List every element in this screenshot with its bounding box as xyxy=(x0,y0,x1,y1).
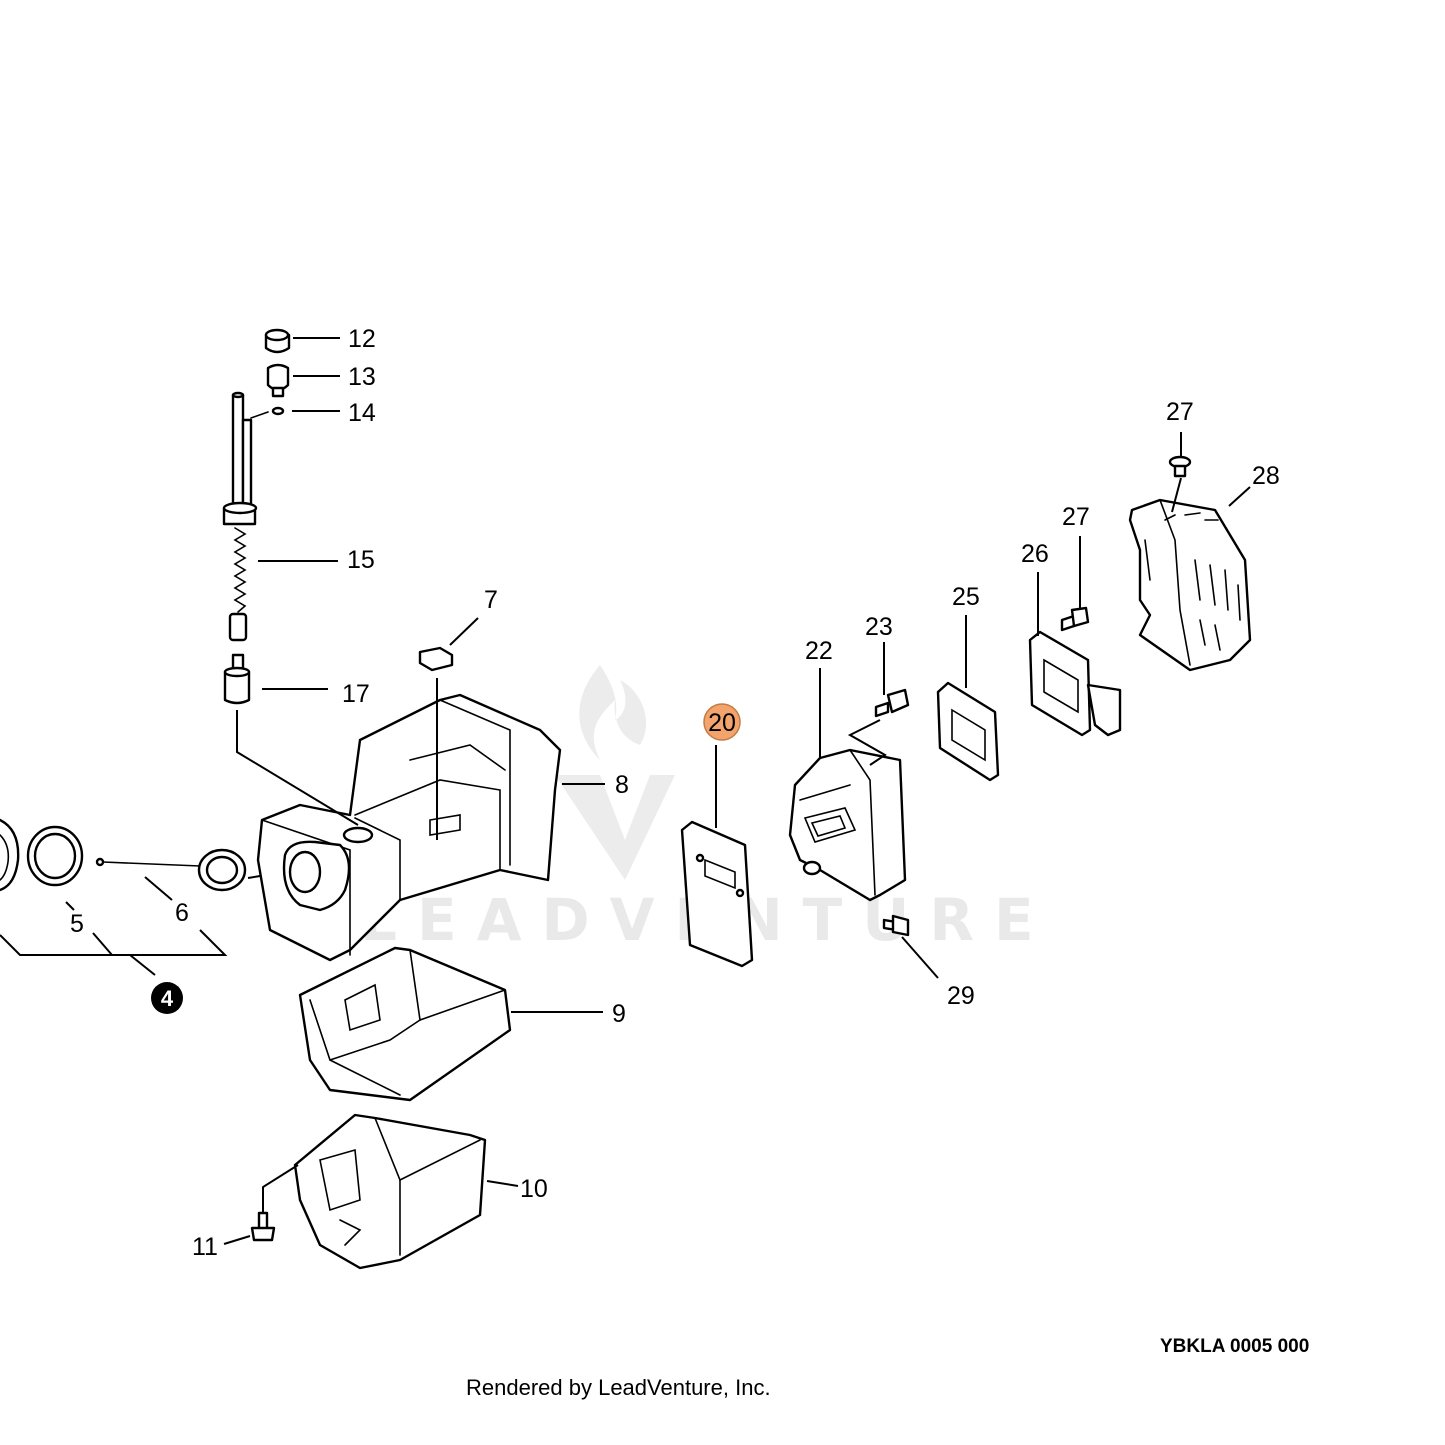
callout-5: 5 xyxy=(70,910,84,938)
part-25-gasket xyxy=(936,681,1000,782)
part-17-filter xyxy=(223,653,251,705)
part-7-grommet xyxy=(418,646,454,672)
part-14-clip xyxy=(271,406,285,416)
callout-15: 15 xyxy=(347,546,375,574)
part-15-fuel-pipe xyxy=(222,391,269,642)
callout-8: 8 xyxy=(615,771,629,799)
part-11-screw xyxy=(250,1211,276,1242)
part-4-cap-partial xyxy=(0,818,20,892)
callout-10: 10 xyxy=(520,1175,548,1203)
callout-11: 11 xyxy=(192,1233,218,1261)
callouts: 12 13 14 15 17 7 8 9 10 11 5 6 4 20 22 2… xyxy=(70,325,1280,1261)
part-20-gasket xyxy=(680,820,754,968)
part-23-bolt xyxy=(874,688,910,718)
callout-9: 9 xyxy=(612,1000,626,1028)
callout-7: 7 xyxy=(484,586,498,614)
callout-12: 12 xyxy=(348,325,376,353)
callout-26: 26 xyxy=(1021,540,1049,568)
part-10-lower-cover xyxy=(293,1113,487,1270)
callout-4-badge: 4 xyxy=(151,982,183,1014)
diagram-code: YBKLA 0005 000 xyxy=(1160,1336,1309,1357)
callout-20[interactable]: 20 xyxy=(708,709,736,737)
part-8-fuel-tank xyxy=(256,693,562,962)
callout-27a: 27 xyxy=(1166,398,1194,426)
leader-lines xyxy=(0,337,1251,1245)
callout-20-highlight[interactable]: 20 xyxy=(703,703,741,741)
part-12-cap xyxy=(264,328,291,354)
callout-28: 28 xyxy=(1252,462,1280,490)
part-29-bolt xyxy=(882,914,910,937)
callout-20-circle[interactable] xyxy=(703,703,741,741)
part-22-muffler xyxy=(788,748,907,902)
callout-17: 17 xyxy=(342,680,370,708)
rendered-by: Rendered by LeadVenture, Inc. xyxy=(466,1375,771,1400)
callout-13: 13 xyxy=(348,363,376,391)
part-28-muffler-cover xyxy=(1128,498,1252,672)
part-9-tank-cover xyxy=(298,946,512,1102)
callout-6: 6 xyxy=(175,899,189,927)
callout-27b: 27 xyxy=(1062,503,1090,531)
callout-4: 4 xyxy=(161,986,174,1011)
callout-25: 25 xyxy=(952,583,980,611)
part-27-screw-mid xyxy=(1060,606,1090,632)
part-26-plate xyxy=(1028,630,1122,737)
part-5-gasket xyxy=(26,825,84,887)
callout-14: 14 xyxy=(348,399,376,427)
part-6-strap xyxy=(95,848,247,892)
flame-logo-icon xyxy=(555,665,675,880)
part-13-weight xyxy=(266,363,290,398)
callout-22: 22 xyxy=(805,637,833,665)
callout-23: 23 xyxy=(865,613,893,641)
callout-4-circle xyxy=(151,982,183,1014)
part-27-screw-top xyxy=(1168,455,1192,478)
callout-29: 29 xyxy=(947,982,975,1010)
